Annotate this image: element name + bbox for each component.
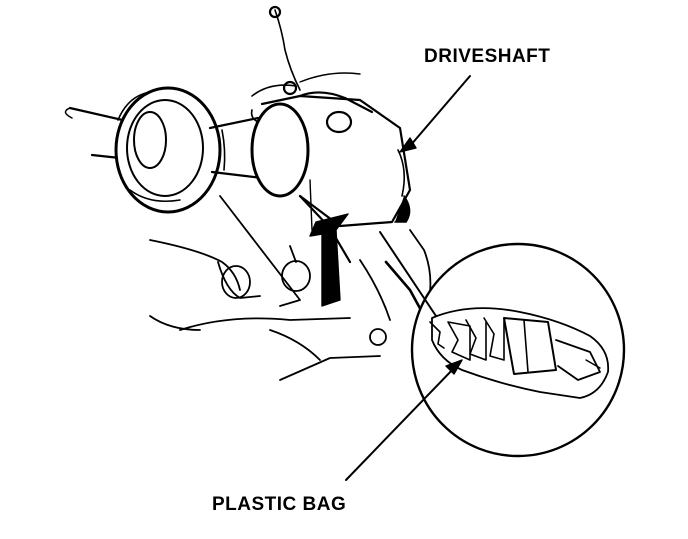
detail-leader (379, 231, 437, 317)
hose (268, 5, 361, 96)
driveshaft-label: DRIVESHAFT (424, 46, 551, 67)
outer-cv-joint (114, 86, 222, 214)
detail-circle (410, 242, 626, 458)
plastic-bag-label: PLASTIC BAG (212, 494, 347, 515)
bag-leader (345, 359, 463, 481)
suspension-parts (149, 195, 432, 381)
intermediate-shaft (208, 116, 264, 180)
differential-housing (250, 84, 412, 264)
removal-arrow (309, 213, 349, 307)
driveshaft-leader (399, 75, 471, 153)
